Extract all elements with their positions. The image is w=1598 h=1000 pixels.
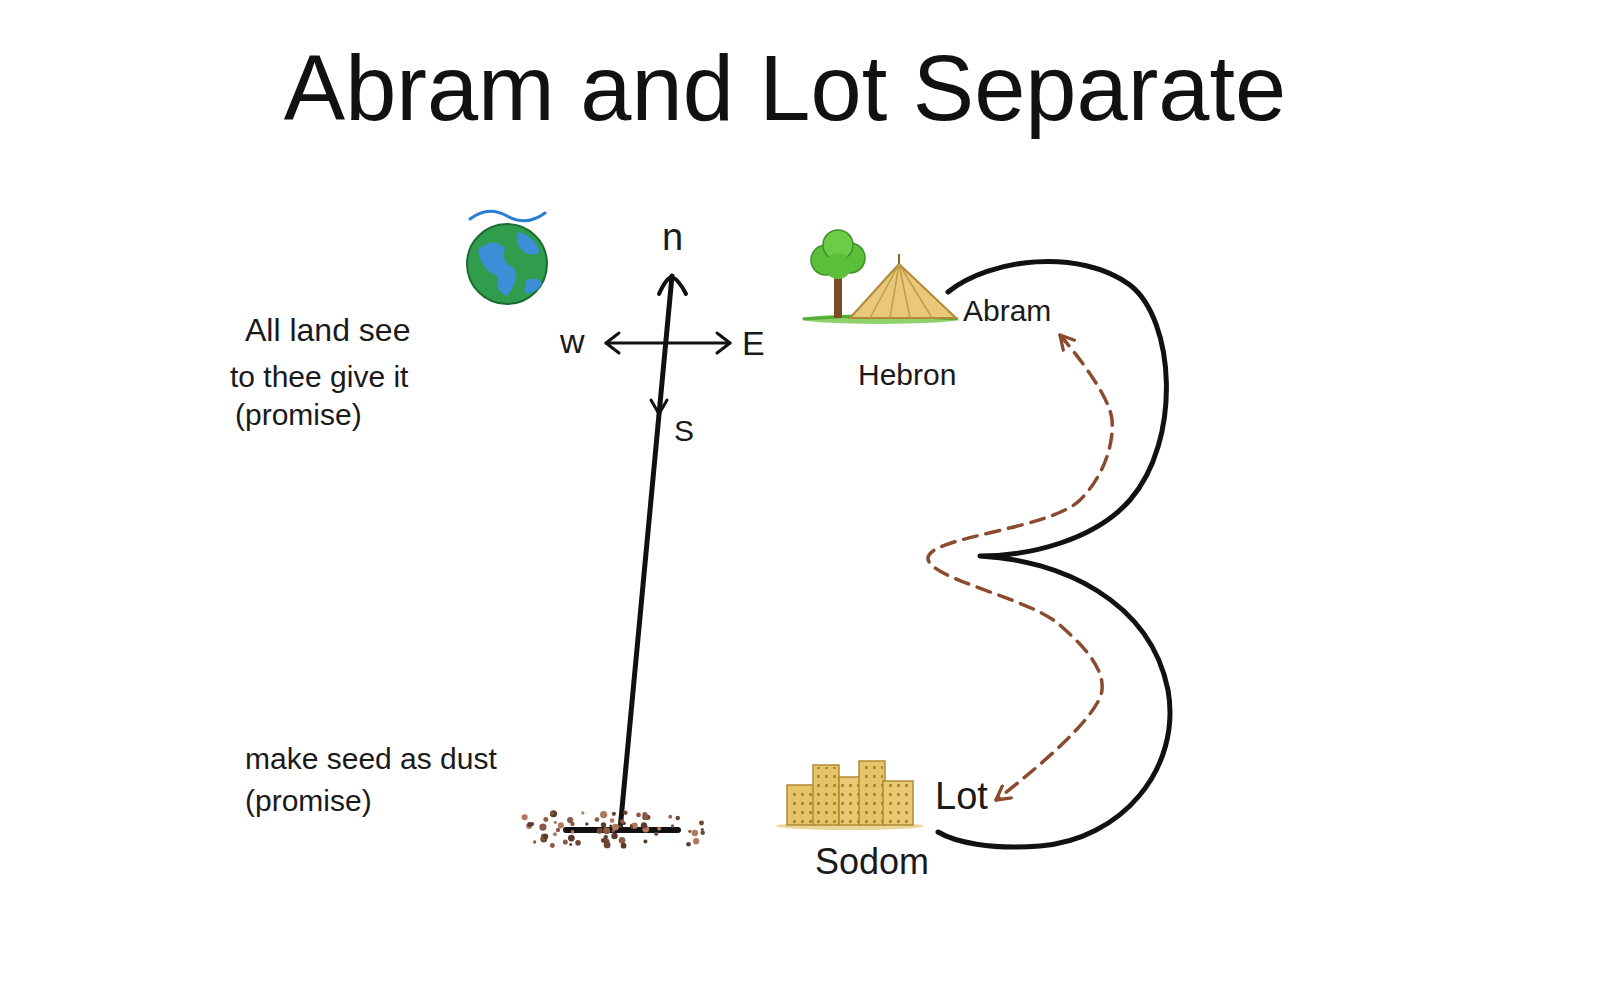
dust-dot [595,817,600,822]
dust-dot [642,814,648,820]
dust-dot [604,841,611,848]
dust-dot [550,810,557,817]
dust-dot [693,838,699,844]
dust-dot [575,840,581,846]
dust-dot [563,840,568,845]
place-label: Hebron [858,358,956,393]
map-label: to thee give it [230,360,408,395]
dust-dot [543,834,549,840]
dust-dot [553,832,557,836]
dust-dot [601,822,606,827]
dust-dot [621,843,627,849]
dust-dot [581,811,584,814]
place-label: Abram [963,294,1051,329]
place-group: AbramHebron [800,230,1058,397]
dust-dot [526,823,532,829]
map-label: All land see [245,312,410,349]
map-label: (promise) [245,784,372,819]
dust-dot [620,819,625,824]
dust-dot [570,822,574,826]
dust-dot [533,840,536,843]
map-label: E [742,324,765,363]
dust-dot [603,827,610,834]
dust-dot [597,828,603,834]
dust-dot [671,824,674,827]
dust-dot [609,825,612,828]
dust-dot [604,835,608,839]
dust-pile [522,810,705,848]
dust-dot [527,822,532,827]
dust-dot [668,815,672,819]
map-label: w [560,322,585,361]
dust-dot [556,828,560,832]
dust-dot [612,824,619,831]
dust-dot [569,843,572,846]
compass-symbol [566,276,730,830]
dust-dot [643,840,647,844]
dust-dot [550,843,555,848]
dust-dot [641,822,647,828]
place-group: LotSodom [775,755,994,887]
dust-dot [541,833,548,840]
dust-dot [619,837,626,844]
dust-dot [657,827,661,831]
title: Abram and Lot Separate [0,36,1570,142]
dust-dot [585,822,588,825]
dust-dot [600,811,607,818]
map-label: make seed as dust [245,742,497,777]
chapter-three-curve [938,261,1170,847]
dust-dot [611,833,617,839]
map-label: (promise) [235,398,362,433]
map-label: S [674,414,694,449]
dust-dot [692,830,698,836]
dust-dot [619,825,623,829]
map-label: n [662,216,683,260]
dust-dot [554,821,557,824]
dust-dot [699,821,704,826]
tent-illustration [800,230,960,326]
dashed-arrow [928,335,1112,800]
city-illustration [775,755,925,831]
dust-dot [571,830,575,834]
dust-dot [539,824,546,831]
dust-dot [568,835,575,842]
dust-dot [522,814,528,820]
place-label: Sodom [815,841,929,882]
dust-dot [686,842,691,847]
dust-dot [543,817,548,822]
dust-dot [623,811,627,815]
dust-dot [654,832,658,836]
globe-icon [467,211,547,304]
dust-dot [675,816,680,821]
dust-dot [630,825,633,828]
place-label: Lot [935,775,988,819]
dust-dot [558,822,564,828]
dust-dot [610,818,615,823]
dust-dot [700,830,704,834]
dust-dot [550,812,553,815]
dust-dot [612,812,616,816]
dust-dot [688,830,691,833]
dust-dot [636,813,641,818]
